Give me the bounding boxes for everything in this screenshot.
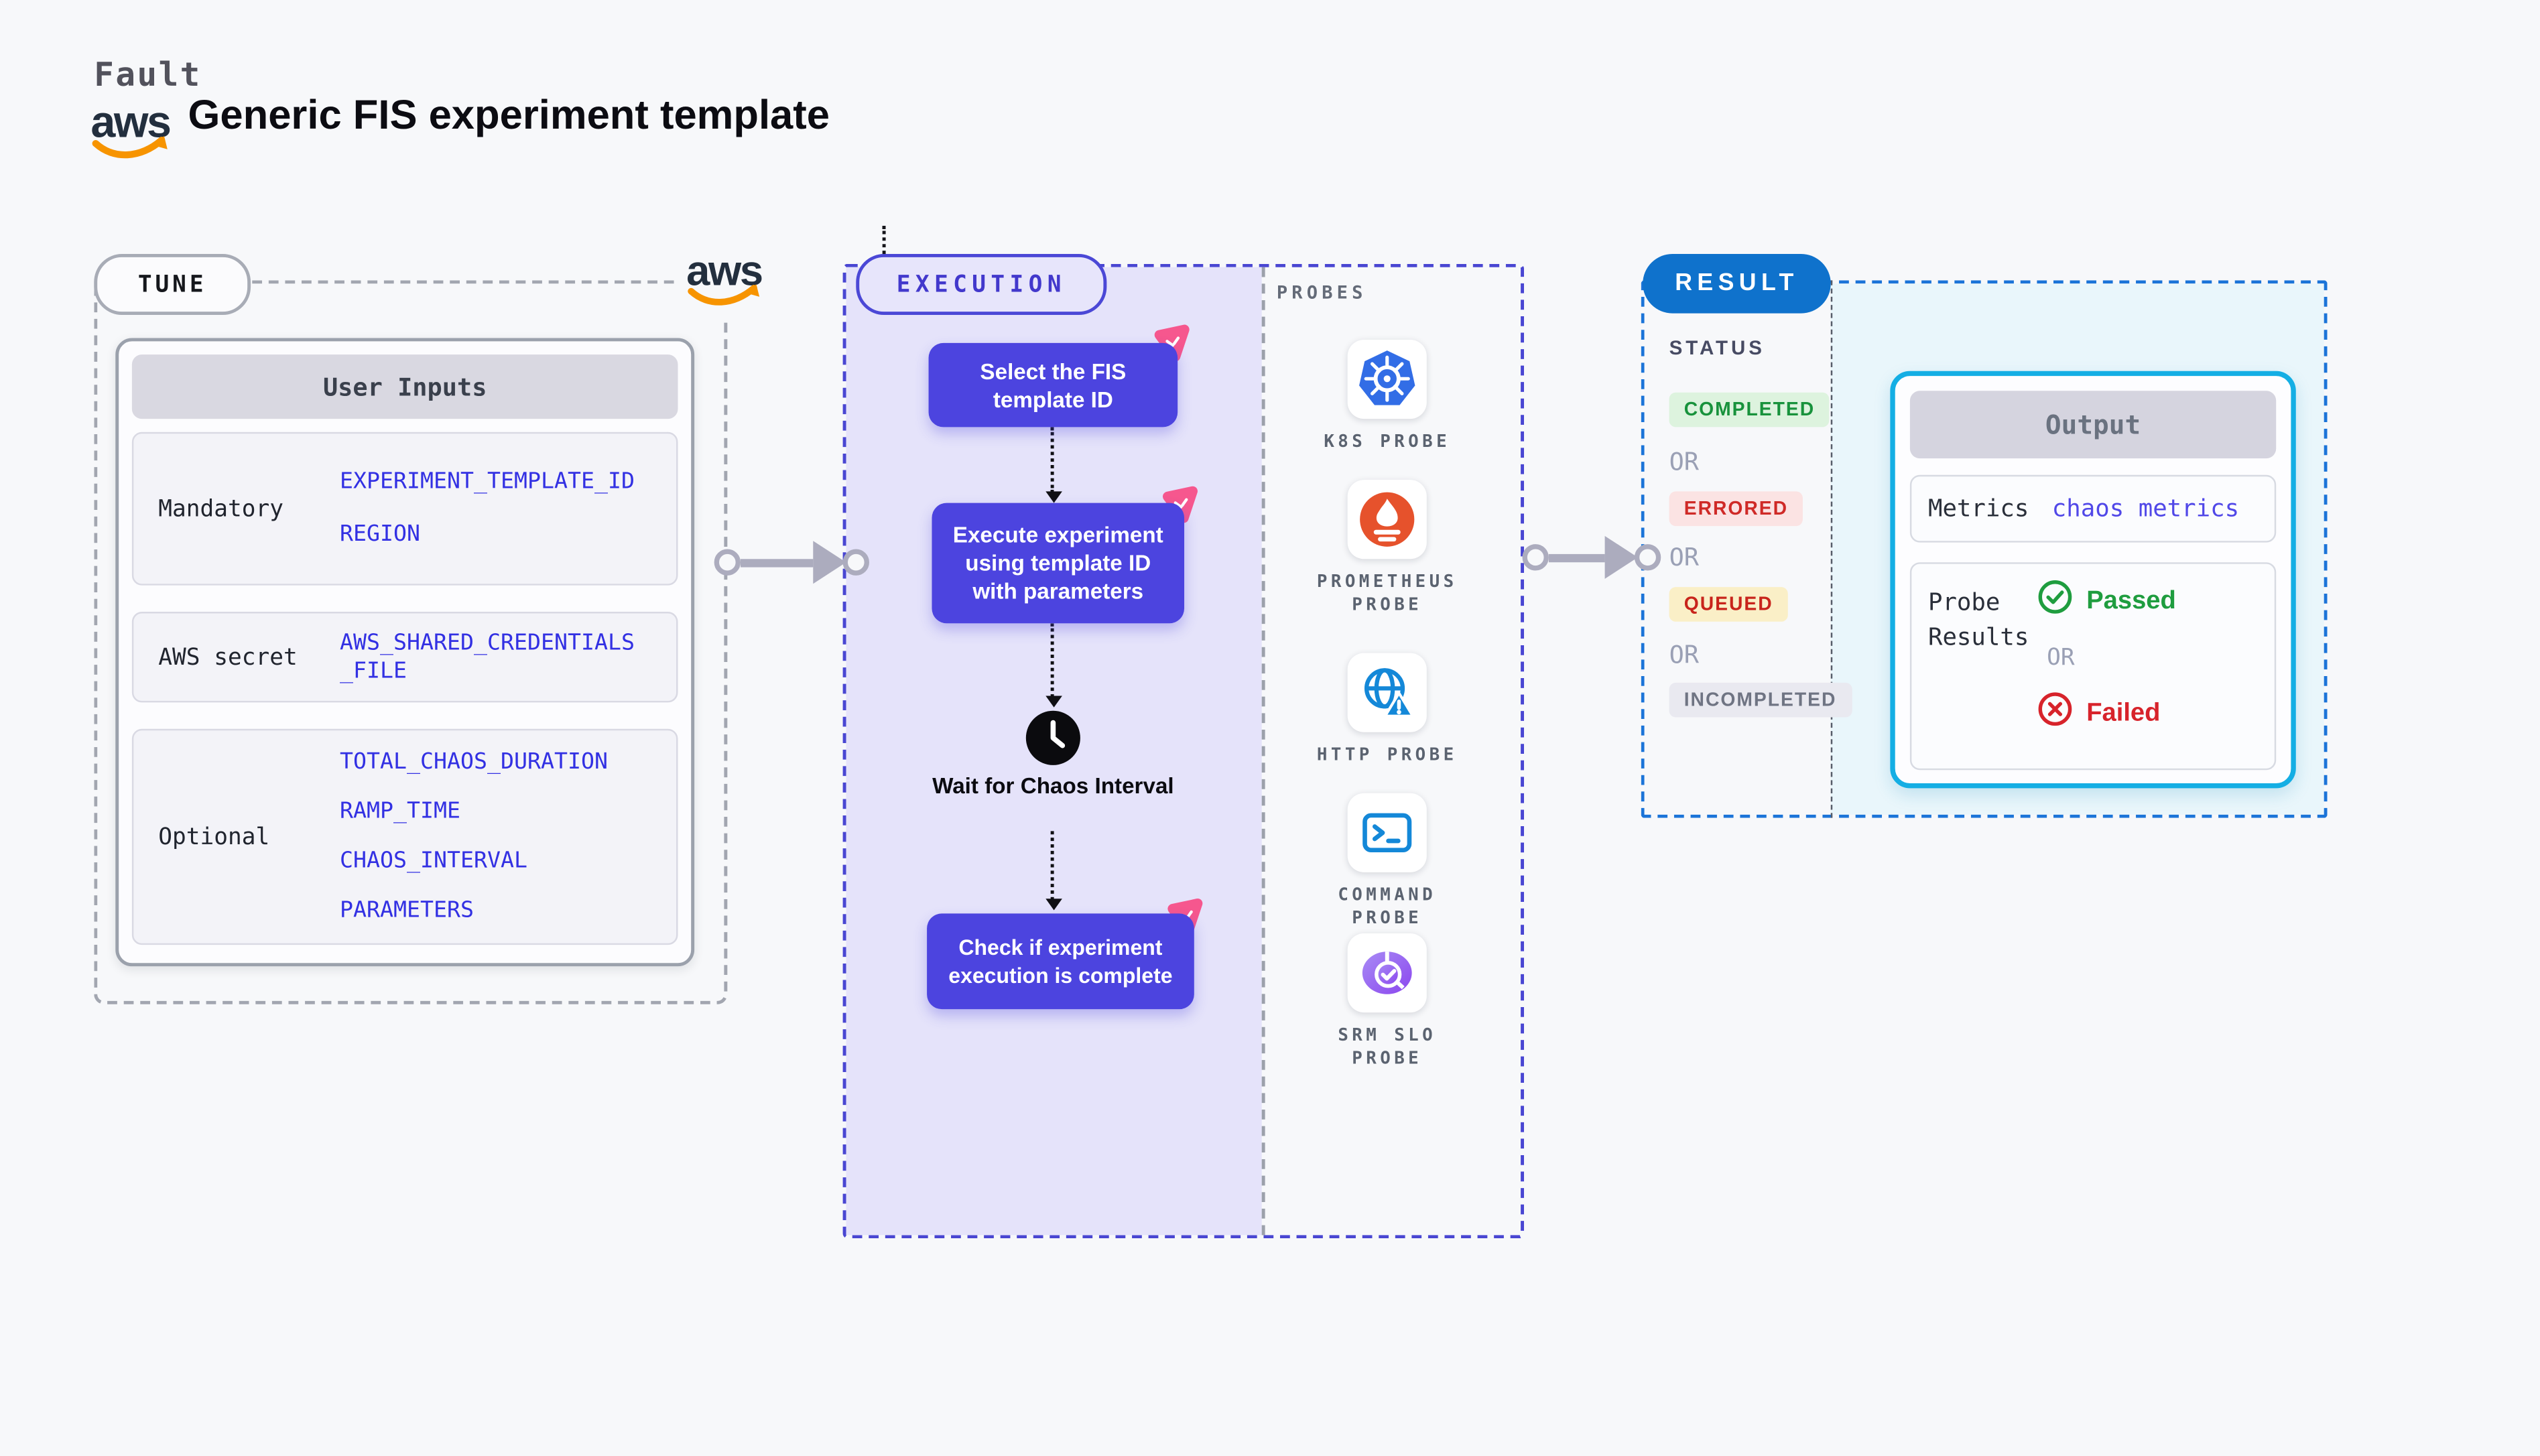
- status-badge-incompleted: INCOMPLETED: [1669, 682, 1852, 718]
- tune-badge: TUNE: [94, 254, 251, 316]
- arrow-head: [813, 541, 846, 584]
- input-value: PARAMETERS: [339, 897, 474, 924]
- dotted-connector: [1050, 427, 1054, 493]
- probe-results-row: Probe Results Passed OR: [1909, 562, 2277, 771]
- execution-badge: EXECUTION: [856, 254, 1107, 316]
- arrow-end-circle: [1634, 544, 1661, 571]
- row-label: AWS secret: [158, 644, 298, 671]
- probe-label: K8S PROBE: [1324, 432, 1451, 452]
- or-label: OR: [1669, 446, 1700, 477]
- check-circle-icon: [2037, 579, 2073, 623]
- probe-label: COMMAND PROBE: [1338, 885, 1437, 929]
- or-label: OR: [1669, 639, 1700, 670]
- status-badge-errored: ERRORED: [1669, 491, 1803, 527]
- x-circle-icon: [2037, 691, 2073, 735]
- probe-results-label: Probe Results: [1927, 590, 2029, 652]
- metrics-label: Metrics: [1927, 495, 2029, 522]
- input-value: REGION: [339, 521, 421, 548]
- probe-item-k8s: [1347, 339, 1427, 419]
- table-row-aws-secret: AWS secret AWS_SHARED_CREDENTIALS_FILE: [131, 612, 678, 703]
- input-value: CHAOS_INTERVAL: [339, 847, 528, 874]
- table-row-optional: Optional TOTAL_CHAOS_DURATION RAMP_TIME …: [131, 728, 678, 945]
- probe-label: SRM SLO PROBE: [1338, 1025, 1437, 1069]
- failed-label: Failed: [2086, 698, 2161, 727]
- aws-swoosh-arrow: [153, 136, 168, 149]
- row-label: Mandatory: [158, 495, 283, 522]
- step-execute-experiment: Execute experiment using template ID wit…: [932, 503, 1185, 624]
- or-label: OR: [1669, 542, 1700, 572]
- aws-logo-corner: aws: [679, 241, 769, 317]
- row-label: Optional: [158, 823, 270, 850]
- step-select-template: Select the FIS template ID: [928, 342, 1178, 427]
- probe-label: PROMETHEUS PROBE: [1316, 572, 1458, 615]
- svg-text:aws: aws: [686, 247, 762, 294]
- arrow-end-circle: [842, 549, 869, 576]
- metrics-row: Metrics chaos metrics: [1909, 474, 2277, 543]
- table-row-mandatory: Mandatory EXPERIMENT_TEMPLATE_ID REGION: [131, 432, 678, 586]
- probes-panel: [1261, 267, 1521, 1236]
- probe-item-command: [1347, 793, 1427, 872]
- result-badge: RESULT: [1643, 254, 1831, 314]
- or-label: OR: [2047, 645, 2075, 671]
- input-value: EXPERIMENT_TEMPLATE_ID: [339, 468, 635, 495]
- input-value: TOTAL_CHAOS_DURATION: [339, 748, 609, 775]
- output-header: Output: [1909, 391, 2277, 459]
- arrow-start-circle: [714, 549, 741, 576]
- probe-item-prometheus: [1347, 480, 1427, 559]
- input-value: AWS_SHARED_CREDENTIALS_FILE: [339, 628, 635, 684]
- status-badge-queued: QUEUED: [1669, 587, 1788, 622]
- terminal-icon: [1362, 813, 1412, 852]
- connector-stub: [882, 226, 886, 255]
- page-title: Generic FIS experiment template: [188, 92, 830, 139]
- prometheus-icon: [1360, 492, 1415, 547]
- aws-logo: aws: [89, 96, 172, 174]
- step-check-complete: Check if experiment execution is complet…: [927, 913, 1194, 1010]
- user-inputs-table: User Inputs Mandatory EXPERIMENT_TEMPLAT…: [115, 338, 695, 967]
- arrow-execution-to-result: [1522, 535, 1661, 579]
- dotted-connector: [1050, 623, 1054, 698]
- status-title: STATUS: [1669, 336, 1765, 360]
- dotted-connector: [1050, 831, 1054, 901]
- globe-warning-icon: [1364, 668, 1415, 718]
- user-inputs-header: User Inputs: [131, 354, 678, 419]
- brand-label: Fault: [94, 54, 202, 94]
- input-value: RAMP_TIME: [339, 798, 461, 825]
- dotted-connector-arrowhead: [1045, 491, 1062, 503]
- clock-icon: [1024, 709, 1082, 775]
- probe-item-srm-slo: [1347, 933, 1427, 1013]
- result-divider: [1830, 280, 1833, 818]
- kubernetes-icon: [1359, 350, 1415, 405]
- arrow-tune-to-execution: [714, 541, 869, 584]
- tune-panel: [94, 280, 728, 1004]
- arrow-head: [1604, 535, 1638, 579]
- arrow-start-circle: [1522, 544, 1549, 571]
- status-badge-completed: COMPLETED: [1669, 392, 1830, 427]
- dotted-connector-arrowhead: [1045, 899, 1062, 911]
- probe-label: HTTP PROBE: [1316, 745, 1458, 765]
- slo-pie-check-icon: [1362, 951, 1412, 994]
- wait-for-chaos-label: Wait for Chaos Interval: [932, 773, 1174, 799]
- metrics-value: chaos metrics: [2051, 495, 2240, 522]
- probe-item-http: [1347, 653, 1427, 732]
- probes-title: PROBES: [1276, 281, 1367, 304]
- output-card: Output Metrics chaos metrics Probe Resul…: [1890, 371, 2296, 789]
- dotted-connector-arrowhead: [1045, 696, 1062, 708]
- passed-label: Passed: [2086, 586, 2176, 614]
